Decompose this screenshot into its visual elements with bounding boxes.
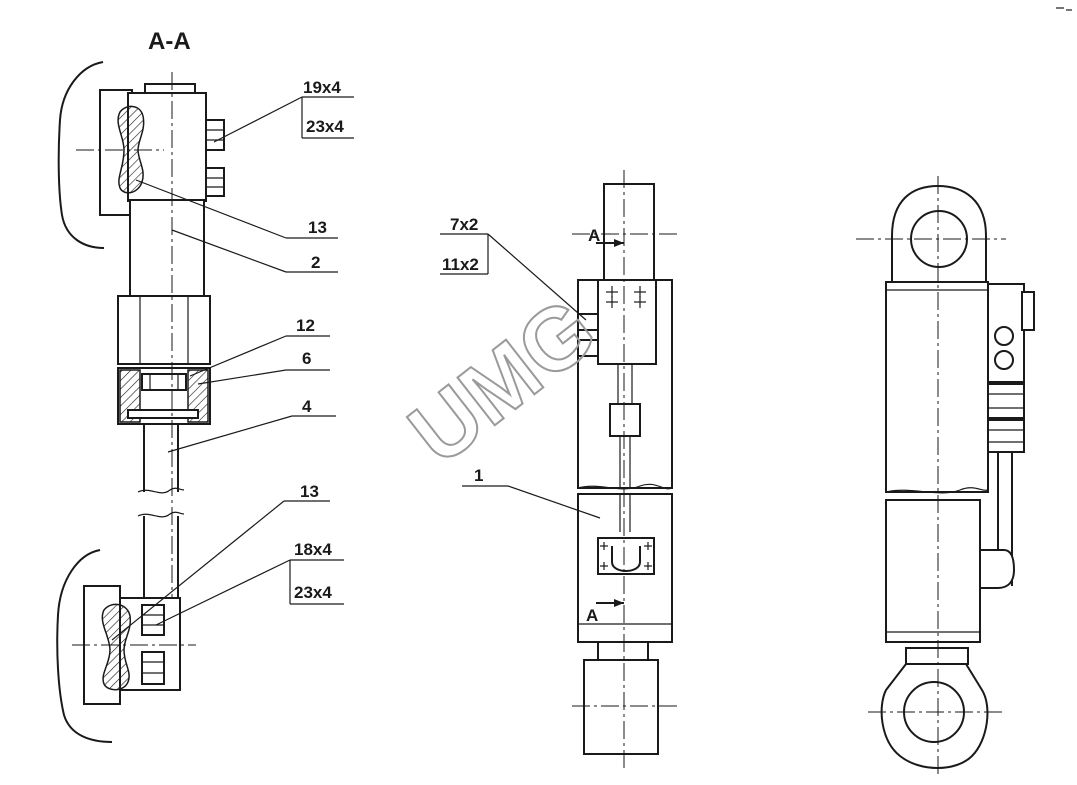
lower-bolt-hatched <box>101 603 132 691</box>
callout-2: 2 <box>311 253 320 272</box>
upper-nut-2 <box>205 167 225 197</box>
side-barrel-upper <box>885 281 989 493</box>
middle-clamp-block <box>597 279 657 365</box>
rod-break-top <box>137 487 185 494</box>
callout-1: 1 <box>474 466 483 485</box>
front-view: A A 7x2 11x2 1 UMG <box>390 170 680 768</box>
callout-4: 4 <box>302 397 312 416</box>
side-elbow <box>979 549 1016 589</box>
middle-break <box>577 483 673 490</box>
callout-7x2: 7x2 <box>450 215 478 234</box>
section-title: A-A <box>148 28 191 55</box>
side-hex-nut-1 <box>994 326 1014 346</box>
lower-wall-outline <box>56 549 113 743</box>
callout-18x4: 18x4 <box>294 540 332 559</box>
middle-u-bolt <box>611 546 641 572</box>
section-arrow-bottom-label: A <box>586 606 598 625</box>
upper-nut-1 <box>205 119 225 151</box>
middle-bottom-rod-end <box>583 659 659 755</box>
callout-6: 6 <box>302 349 311 368</box>
rod-break-bottom <box>137 511 185 518</box>
lower-nut-1 <box>141 604 165 636</box>
side-break <box>885 487 989 494</box>
middle-nut-2 <box>577 339 599 357</box>
callout-19x4: 19x4 <box>303 78 341 97</box>
callout-12: 12 <box>296 316 315 335</box>
clamp-bolt-crosses <box>606 286 646 308</box>
section-arrow-bottom-head <box>614 599 624 607</box>
callout-13-bottom: 13 <box>300 482 319 501</box>
middle-bottom-collar <box>597 641 649 661</box>
callout-23x4-bottom: 23x4 <box>294 583 332 602</box>
side-fitting-2 <box>987 419 1025 453</box>
side-bracket-tab <box>1021 291 1035 331</box>
cylinder-barrel-upper <box>129 199 205 298</box>
side-hex-nut-2 <box>994 350 1014 370</box>
lower-nut-2 <box>141 651 165 685</box>
side-view <box>856 176 1035 778</box>
callout-13-top: 13 <box>308 218 327 237</box>
middle-upper-rod-end <box>603 183 655 281</box>
section-arrow-top-label: A <box>588 226 600 245</box>
seal-washer <box>127 409 199 419</box>
seal-ring <box>141 373 187 391</box>
middle-gland <box>609 403 641 437</box>
callout-11x2: 11x2 <box>442 255 479 274</box>
side-barrel-lower <box>885 499 981 643</box>
upper-wall-outline <box>57 61 105 249</box>
gland-nut <box>117 295 211 365</box>
callout-23x4-top: 23x4 <box>306 117 344 136</box>
side-fitting-1 <box>987 383 1025 419</box>
side-bottom-collar <box>905 647 969 665</box>
section-view-a-a: A-A <box>56 28 354 743</box>
section-arrow-top-head <box>614 239 624 247</box>
